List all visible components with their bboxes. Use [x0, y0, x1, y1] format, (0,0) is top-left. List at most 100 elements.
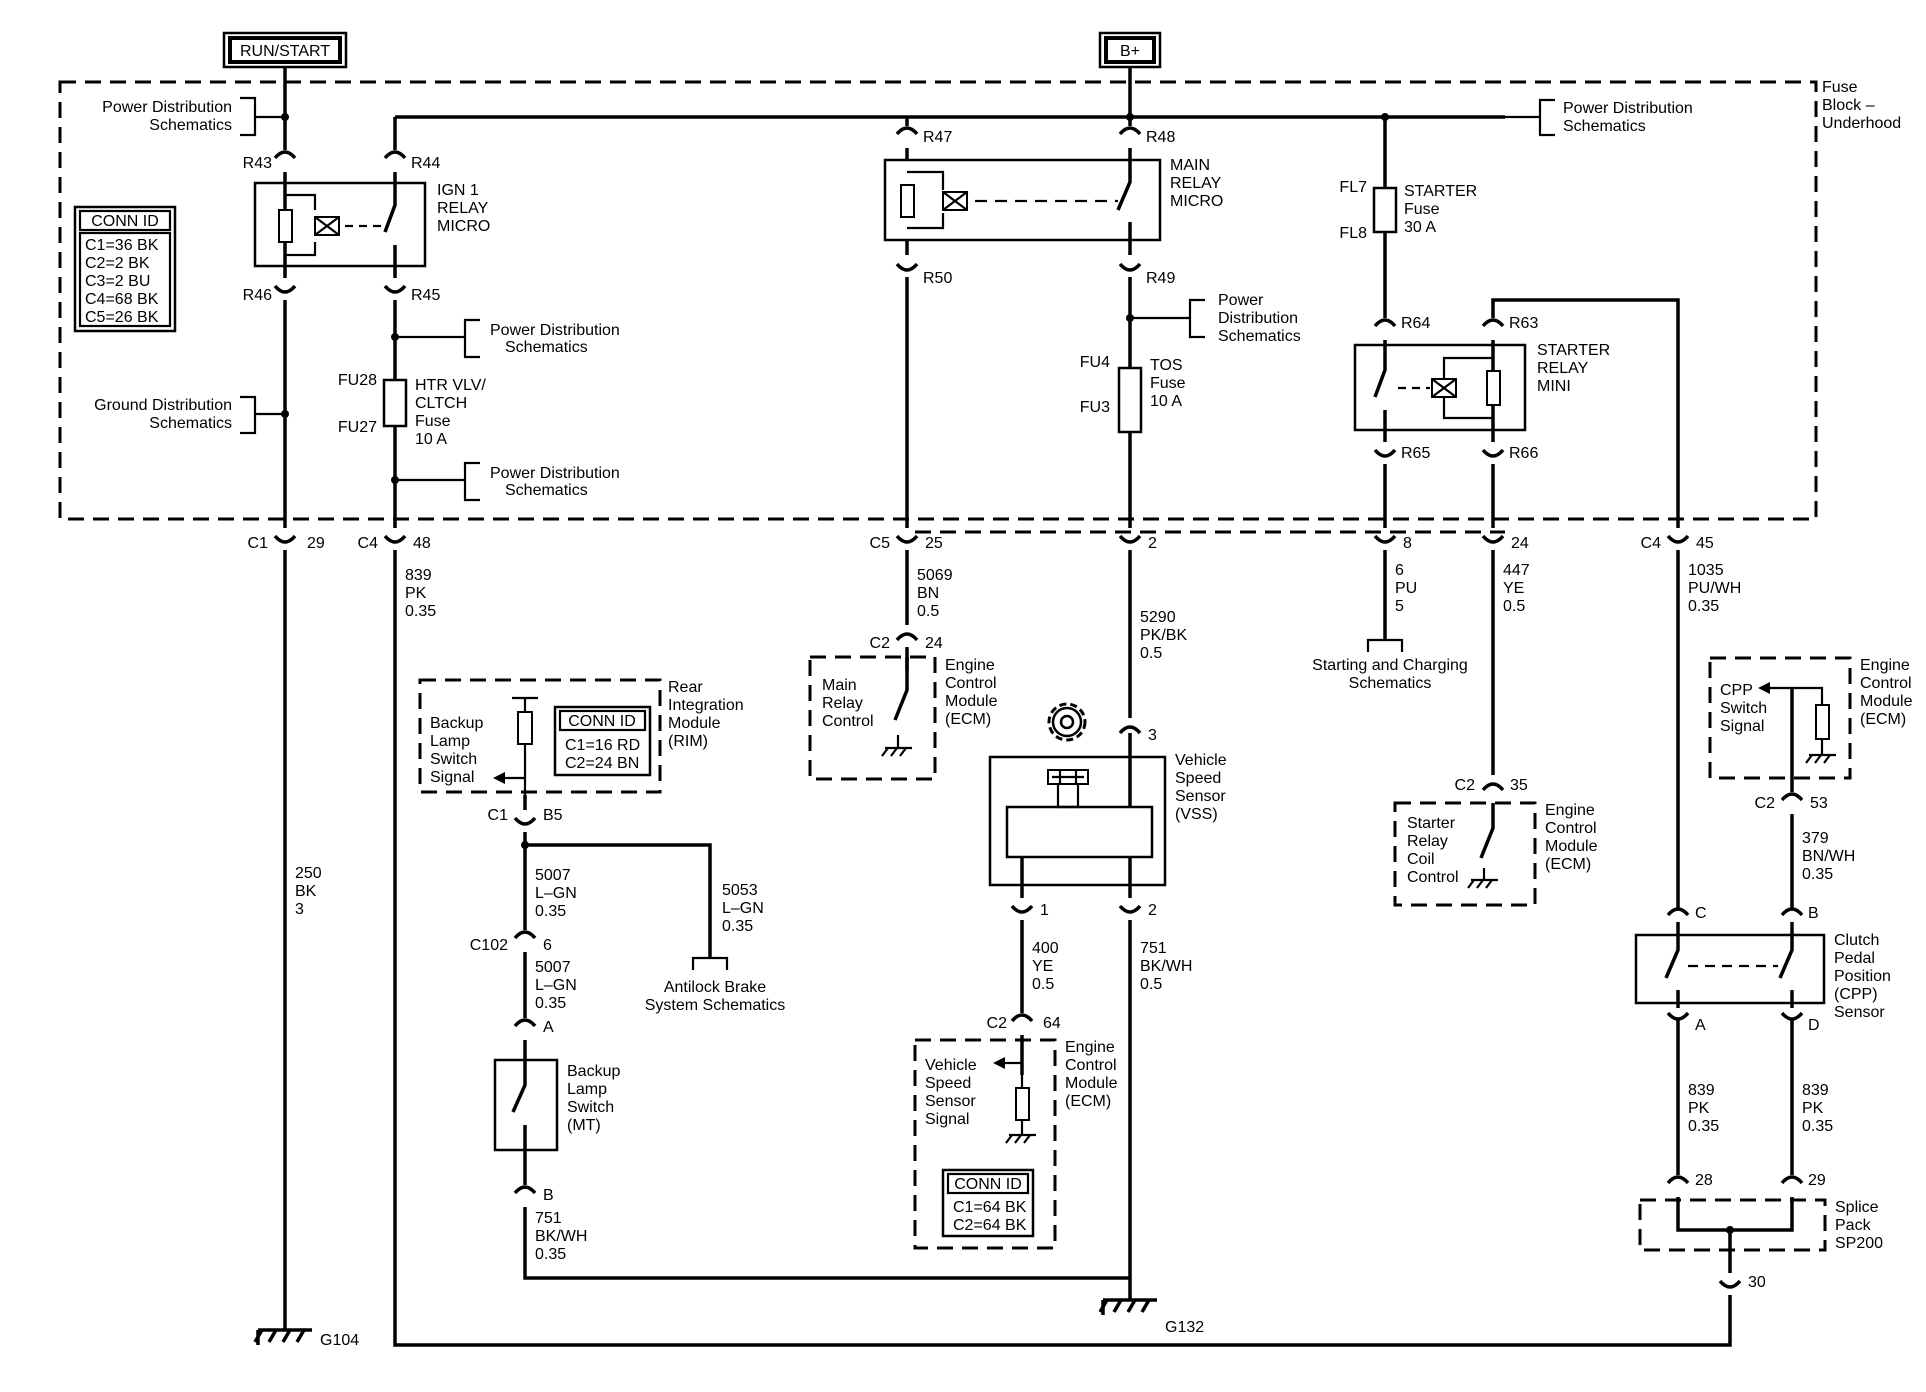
wire-379: 379 BN/WH 0.35: [1802, 830, 1855, 883]
pin-r64: R64: [1401, 315, 1430, 332]
svg-text:RELAY: RELAY: [437, 200, 489, 217]
svg-text:G104: G104: [320, 1332, 359, 1349]
svg-text:PK: PK: [1802, 1100, 1824, 1117]
svg-text:Vehicle: Vehicle: [1175, 752, 1227, 769]
svg-text:Backup: Backup: [567, 1063, 620, 1080]
svg-text:751: 751: [535, 1210, 562, 1227]
svg-text:28: 28: [1695, 1172, 1713, 1189]
svg-text:C2=24 BN: C2=24 BN: [565, 755, 639, 772]
svg-text:5069: 5069: [917, 567, 953, 584]
svg-text:Speed: Speed: [925, 1075, 971, 1092]
svg-text:Rear: Rear: [668, 679, 703, 696]
svg-text:BK: BK: [295, 883, 317, 900]
svg-text:C2: C2: [1455, 777, 1476, 794]
starter-fuse: FL7 FL8 STARTER Fuse 30 A: [1339, 179, 1477, 242]
svg-text:FL8: FL8: [1339, 225, 1367, 242]
wires: [283, 67, 1794, 1347]
svg-text:29: 29: [1808, 1172, 1826, 1189]
svg-text:1035: 1035: [1688, 562, 1724, 579]
svg-text:Sensor: Sensor: [925, 1093, 976, 1110]
power-dist-ref-3: Power Distribution Schematics: [395, 318, 620, 359]
svg-text:BK/WH: BK/WH: [1140, 958, 1192, 975]
svg-text:Sensor: Sensor: [1834, 1004, 1885, 1021]
cpp-sensor: C B A D Clutch Pedal Position (CPP) Sens…: [1634, 905, 1891, 1034]
svg-text:C1: C1: [248, 535, 269, 552]
svg-text:447: 447: [1503, 562, 1530, 579]
svg-text:Sensor: Sensor: [1175, 788, 1226, 805]
wire-5007-a: 5007 L–GN 0.35: [535, 867, 577, 920]
svg-text:1: 1: [1040, 902, 1049, 919]
svg-text:B5: B5: [543, 807, 563, 824]
svg-text:C1=36 BK: C1=36 BK: [85, 237, 159, 254]
svg-text:839: 839: [1688, 1082, 1715, 1099]
run-start-label: RUN/START: [240, 43, 330, 60]
svg-text:Vehicle: Vehicle: [925, 1057, 977, 1074]
svg-text:Power Distribution: Power Distribution: [102, 99, 232, 116]
svg-text:0.35: 0.35: [1802, 1118, 1833, 1135]
svg-text:CONN ID: CONN ID: [568, 713, 636, 730]
wire-751-a: 751 BK/WH 0.35: [535, 1210, 587, 1263]
svg-text:STARTER: STARTER: [1404, 183, 1477, 200]
svg-text:(RIM): (RIM): [668, 733, 708, 750]
svg-text:RELAY: RELAY: [1170, 175, 1222, 192]
svg-text:G132: G132: [1165, 1319, 1204, 1336]
svg-text:CPP: CPP: [1720, 682, 1753, 699]
connector-cups: [273, 126, 1804, 1289]
svg-text:2: 2: [1148, 535, 1157, 552]
svg-text:IGN 1: IGN 1: [437, 182, 479, 199]
pin-r66: R66: [1509, 445, 1538, 462]
svg-text:48: 48: [413, 535, 431, 552]
pin-r48: R48: [1146, 129, 1175, 146]
svg-text:30: 30: [1748, 1274, 1766, 1291]
ecm-starter-coil-control: C2 35 Starter Relay Coil Control Engine …: [1393, 777, 1598, 907]
backup-lamp-switch: Backup Lamp Switch (MT): [493, 1058, 620, 1152]
svg-text:Schematics: Schematics: [1563, 118, 1646, 135]
run-start-source: RUN/START: [222, 31, 348, 69]
svg-text:C1=64 BK: C1=64 BK: [953, 1199, 1027, 1216]
svg-text:35: 35: [1510, 777, 1528, 794]
svg-text:10 A: 10 A: [415, 431, 447, 448]
svg-text:Fuse: Fuse: [1150, 375, 1186, 392]
svg-text:Schematics: Schematics: [1349, 675, 1432, 692]
backup-switch-pin-b: B: [543, 1187, 554, 1204]
ground-g132: G132: [1098, 1298, 1204, 1336]
svg-text:Control: Control: [1407, 869, 1459, 886]
svg-text:PK: PK: [1688, 1100, 1710, 1117]
svg-text:Schematics: Schematics: [1218, 328, 1301, 345]
svg-text:C2=2 BK: C2=2 BK: [85, 255, 150, 272]
pin-r46: R46: [243, 287, 272, 304]
svg-text:L–GN: L–GN: [722, 900, 764, 917]
svg-text:379: 379: [1802, 830, 1829, 847]
svg-text:30 A: 30 A: [1404, 219, 1436, 236]
svg-text:HTR VLV/: HTR VLV/: [415, 377, 486, 394]
svg-text:Control: Control: [822, 713, 874, 730]
ground-g104: G104: [253, 1328, 359, 1349]
svg-text:29: 29: [307, 535, 325, 552]
svg-text:Relay: Relay: [1407, 833, 1448, 850]
fuse-block-label: Fuse Block – Underhood: [1822, 79, 1901, 132]
pin-r43: R43: [243, 155, 272, 172]
svg-text:PK/BK: PK/BK: [1140, 627, 1187, 644]
svg-text:Module: Module: [1065, 1075, 1118, 1092]
svg-text:Backup: Backup: [430, 715, 483, 732]
svg-text:3: 3: [1148, 727, 1157, 744]
rear-integration-module: Backup Lamp Switch Signal CONN ID C1=16 …: [418, 678, 744, 824]
svg-text:PK: PK: [405, 585, 427, 602]
svg-text:Switch: Switch: [1720, 700, 1767, 717]
pin-r63: R63: [1509, 315, 1538, 332]
connector-labels-row: C1 29 C4 48 C5 25 2 8 24 C4 45: [248, 535, 1714, 552]
wire-5290: 5290 PK/BK 0.5: [1140, 609, 1187, 662]
svg-text:C1: C1: [488, 807, 509, 824]
svg-text:0.5: 0.5: [1032, 976, 1054, 993]
svg-text:45: 45: [1696, 535, 1714, 552]
wire-447: 447 YE 0.5: [1503, 562, 1530, 615]
svg-text:D: D: [1808, 1017, 1820, 1034]
svg-text:C2: C2: [870, 635, 891, 652]
svg-text:0.35: 0.35: [1688, 1118, 1719, 1135]
svg-text:6: 6: [1395, 562, 1404, 579]
svg-text:5290: 5290: [1140, 609, 1176, 626]
svg-text:C4=68 BK: C4=68 BK: [85, 291, 159, 308]
svg-text:FU28: FU28: [338, 372, 377, 389]
ecm-main-relay-control: C2 24 Main Relay Control Engine Control …: [808, 635, 998, 781]
conn-id-main: CONN ID C1=36 BK C2=2 BK C3=2 BU C4=68 B…: [73, 205, 177, 333]
